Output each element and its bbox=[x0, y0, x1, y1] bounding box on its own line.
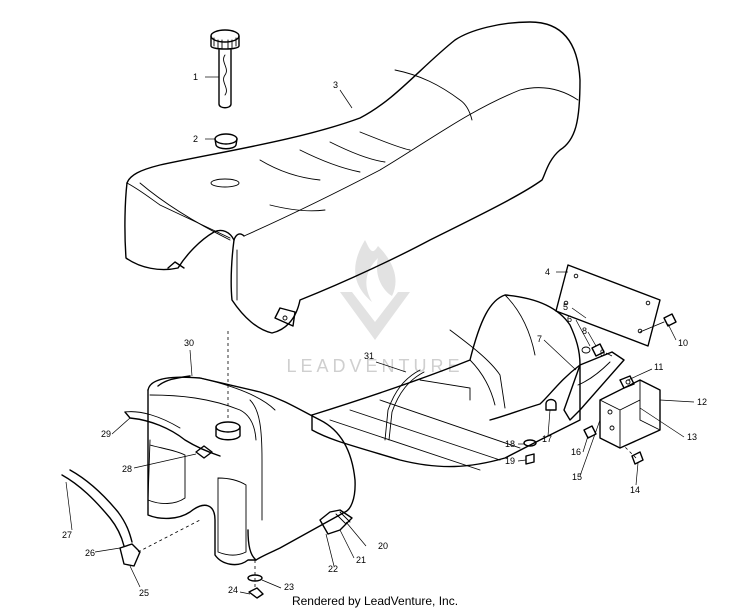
part-6-8-hardware bbox=[581, 343, 605, 357]
callout-1: 1 bbox=[193, 72, 198, 82]
callout-13: 13 bbox=[687, 432, 697, 442]
fuel-tank bbox=[124, 294, 581, 566]
part-10-screw bbox=[639, 313, 677, 333]
callout-8: 8 bbox=[582, 326, 587, 336]
part-12-mount-bracket bbox=[599, 379, 661, 449]
part-16-screw bbox=[583, 425, 597, 439]
part-9-bracket bbox=[563, 351, 625, 421]
callout-31: 31 bbox=[364, 351, 374, 361]
callout-7: 7 bbox=[537, 334, 542, 344]
callout-3: 3 bbox=[333, 80, 338, 90]
part-25-elbow bbox=[119, 519, 201, 567]
callout-16: 16 bbox=[571, 447, 581, 457]
callout-2: 2 bbox=[193, 134, 198, 144]
part-11-bolt bbox=[619, 375, 635, 389]
callout-20: 20 bbox=[378, 541, 388, 551]
callout-18: 18 bbox=[505, 439, 515, 449]
part-3-seat bbox=[124, 21, 581, 334]
callout-24: 24 bbox=[228, 585, 238, 595]
callout-23: 23 bbox=[284, 582, 294, 592]
callout-28: 28 bbox=[122, 464, 132, 474]
callout-19: 19 bbox=[505, 456, 515, 466]
leadventure-watermark: LEADVENTURE bbox=[286, 240, 463, 376]
callout-21: 21 bbox=[356, 555, 366, 565]
callout-12: 12 bbox=[697, 397, 707, 407]
part-17-clip bbox=[545, 398, 557, 411]
callout-6: 6 bbox=[567, 314, 572, 324]
callout-labels: 1 2 3 4 5 6 7 8 9 10 11 12 13 14 15 16 1… bbox=[62, 72, 707, 598]
callout-27: 27 bbox=[62, 530, 72, 540]
footer-credit: Rendered by LeadVenture, Inc. bbox=[291, 594, 459, 608]
callout-25: 25 bbox=[139, 588, 149, 598]
callout-11: 11 bbox=[654, 362, 663, 372]
part-31-tube bbox=[384, 369, 425, 441]
callout-10: 10 bbox=[678, 338, 688, 348]
part-27-hose bbox=[61, 469, 133, 547]
callout-9: 9 bbox=[600, 348, 605, 358]
callout-leaders bbox=[65, 76, 695, 595]
part-18-19-fasteners bbox=[523, 439, 537, 465]
part-2-grommet bbox=[214, 133, 238, 150]
callout-17: 17 bbox=[542, 434, 552, 444]
watermark-text: LEADVENTURE bbox=[286, 356, 463, 376]
callout-29: 29 bbox=[101, 429, 111, 439]
part-23-24-drain bbox=[247, 560, 264, 599]
callout-15: 15 bbox=[572, 472, 582, 482]
callout-14: 14 bbox=[630, 485, 640, 495]
callout-30: 30 bbox=[184, 338, 194, 348]
callout-5: 5 bbox=[563, 302, 568, 312]
callout-26: 26 bbox=[85, 548, 95, 558]
part-14-bolt bbox=[623, 445, 644, 465]
callout-22: 22 bbox=[328, 564, 338, 574]
part-4-plate bbox=[555, 264, 661, 347]
callout-4: 4 bbox=[545, 267, 550, 277]
part-1-dipstick-cap bbox=[210, 29, 240, 109]
